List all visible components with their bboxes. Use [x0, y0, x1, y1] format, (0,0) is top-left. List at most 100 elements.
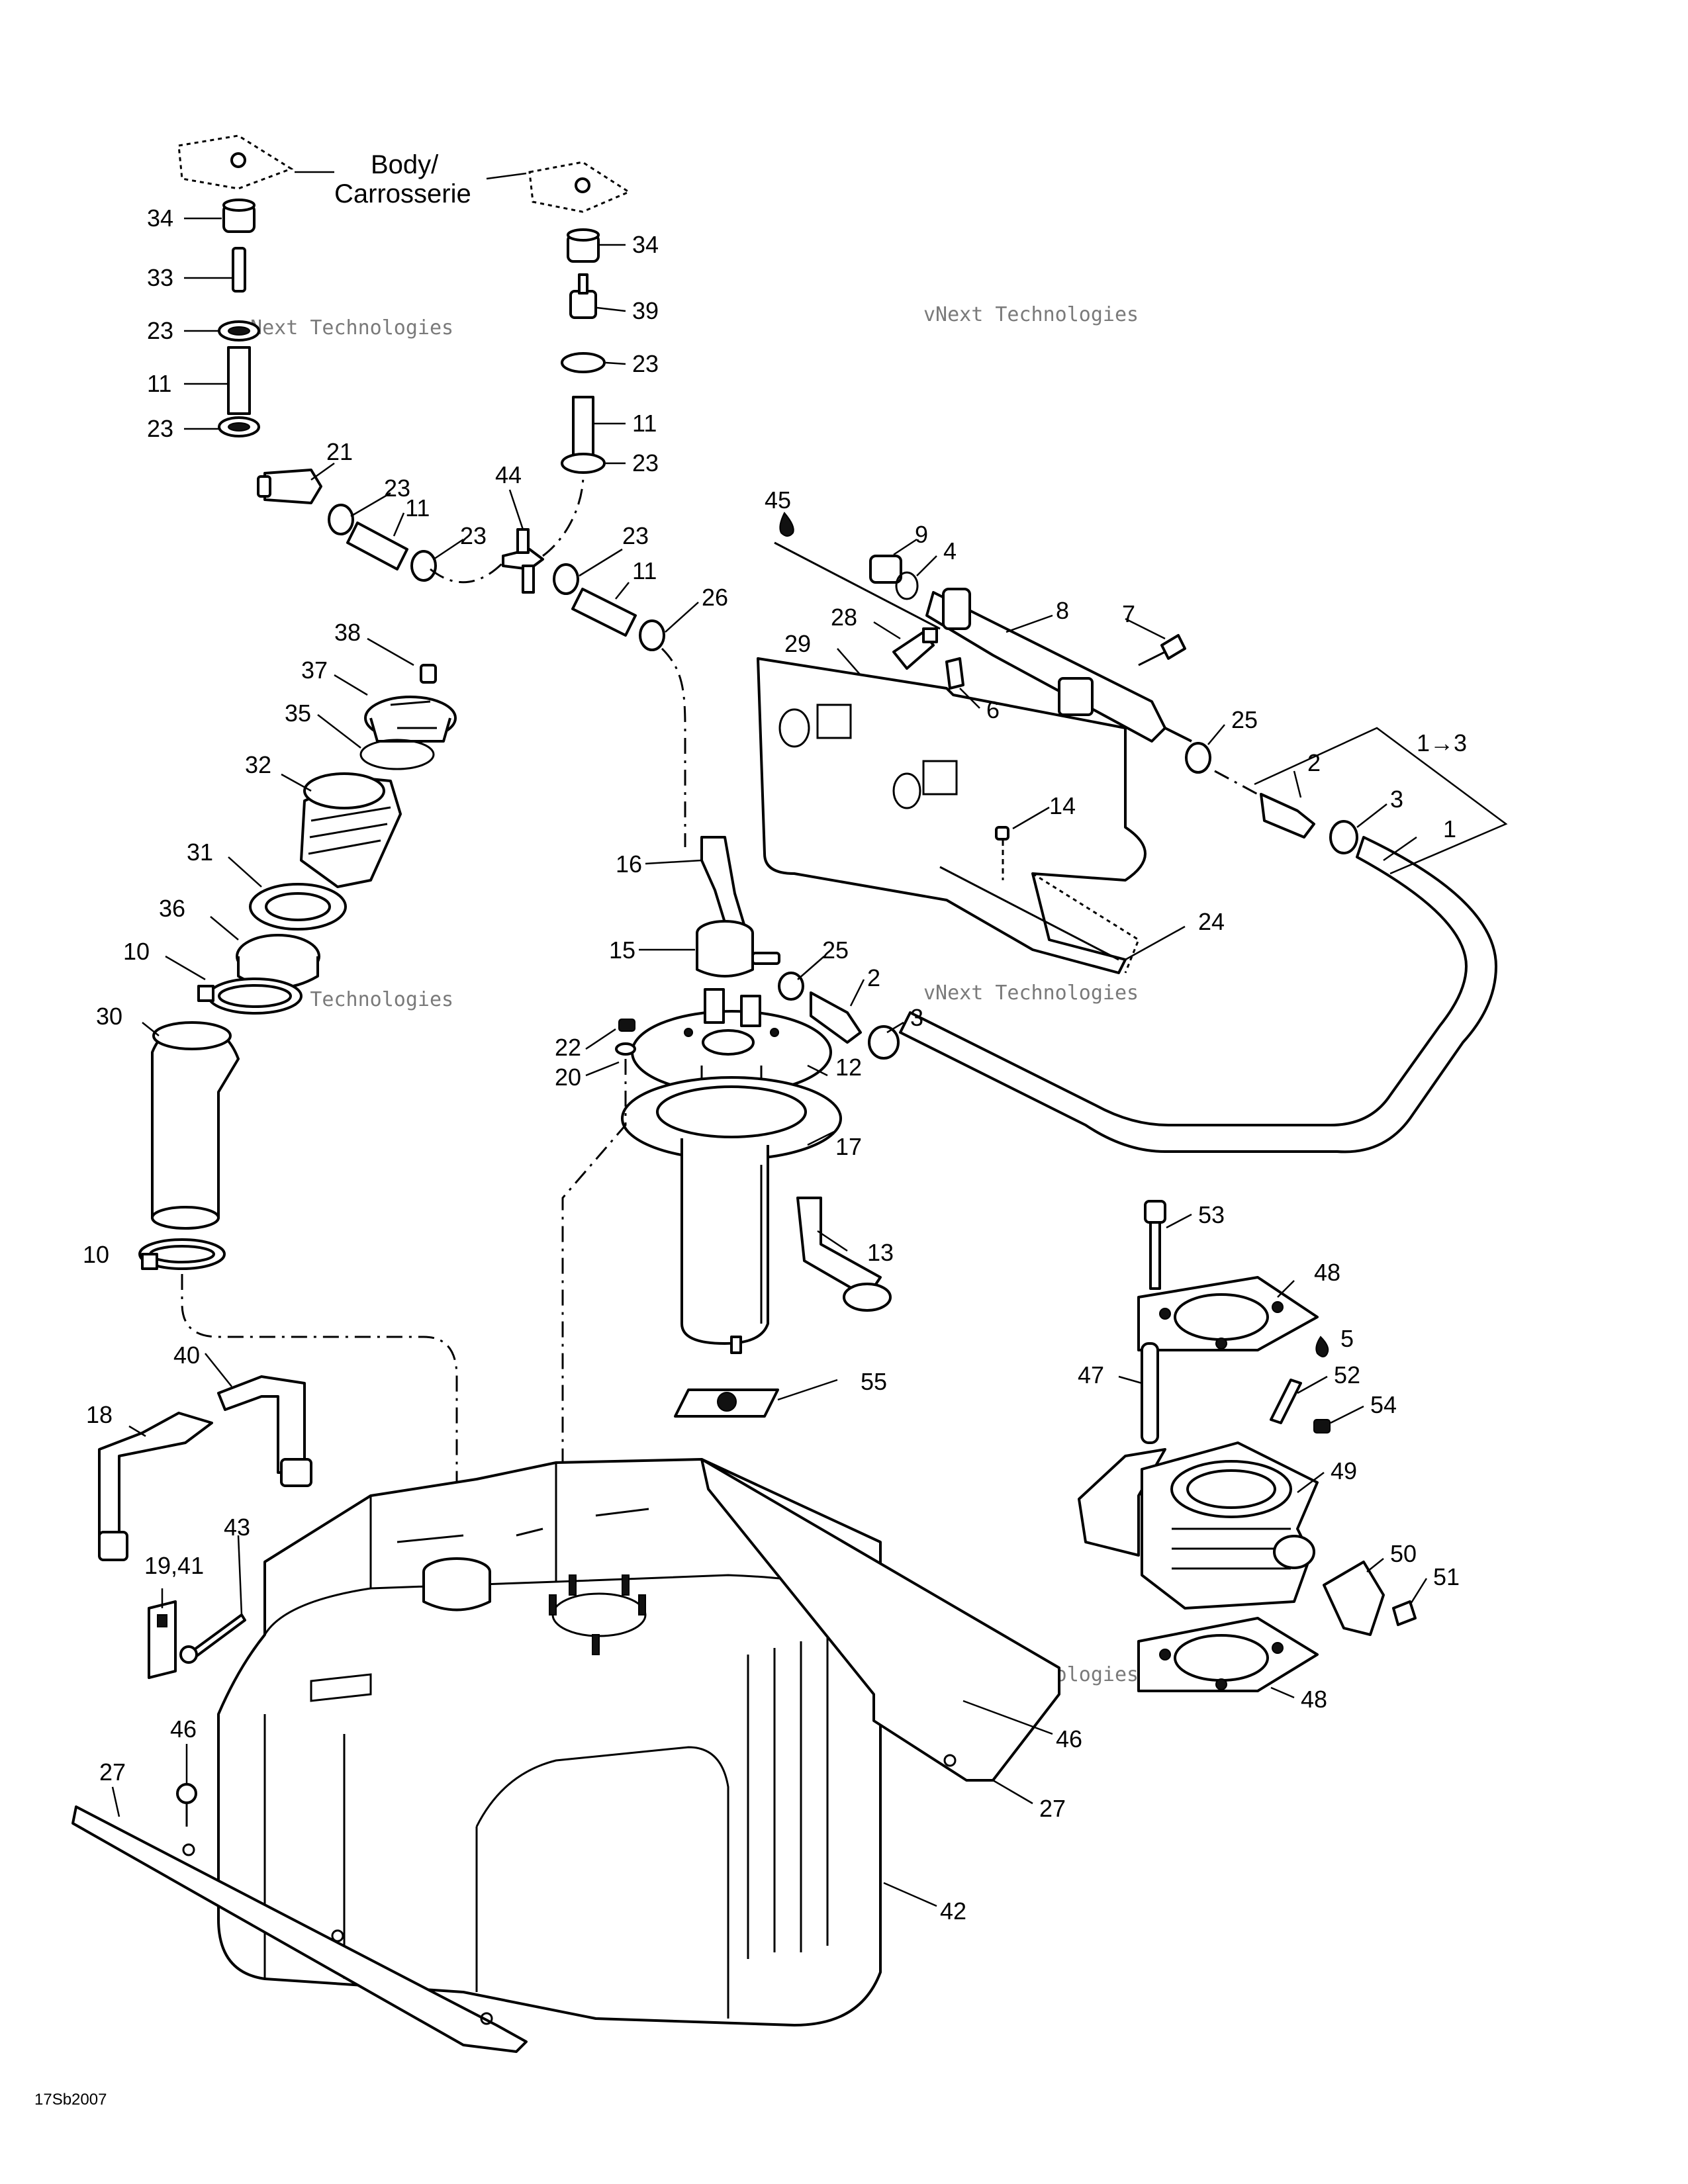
callout-44: 44 — [495, 461, 522, 488]
body-mount-right — [528, 161, 632, 213]
callout-25: 25 — [1231, 706, 1258, 733]
callout-3: 3 — [910, 1004, 923, 1031]
callout-31: 31 — [187, 839, 213, 866]
fuel-rail-assembly — [774, 512, 1497, 1154]
callout-54: 54 — [1370, 1391, 1397, 1418]
callout-45: 45 — [765, 486, 791, 514]
filler-neck-assembly — [138, 664, 457, 1270]
watermark-top-left: vNext Technologies — [238, 316, 453, 340]
callout-28: 28 — [831, 604, 857, 631]
callout-51: 51 — [1433, 1563, 1460, 1590]
callout-53: 53 — [1198, 1201, 1225, 1228]
callout-23: 23 — [632, 350, 659, 377]
callout-49: 49 — [1331, 1457, 1357, 1484]
callout-36: 36 — [159, 895, 185, 922]
callout-16: 16 — [616, 850, 642, 878]
callout-37: 37 — [301, 657, 328, 684]
callout-11: 11 — [632, 410, 657, 437]
header-label-fr: Carrosserie — [334, 179, 471, 208]
callout-34: 34 — [632, 231, 659, 258]
vent-route-dash — [430, 476, 686, 847]
callout-7: 7 — [1122, 600, 1135, 627]
callout-22: 22 — [555, 1034, 581, 1061]
callout-23: 23 — [460, 522, 487, 549]
callout-34: 34 — [147, 205, 173, 232]
callout-27: 27 — [99, 1758, 126, 1786]
fuel-tank-42 — [217, 1458, 882, 2026]
callout-11: 11 — [147, 370, 171, 397]
callout-20: 20 — [555, 1064, 581, 1091]
skid-plate-right — [700, 1458, 1060, 1782]
callout-1: 1 — [1443, 815, 1456, 842]
filler-route-dash — [181, 1274, 458, 1562]
watermark-mid-center: vNext Technologies — [923, 981, 1139, 1005]
callout-14: 14 — [1049, 792, 1076, 819]
callout-18: 18 — [86, 1401, 113, 1428]
callout-30: 30 — [96, 1003, 122, 1030]
fuel-pump-module — [615, 836, 900, 1418]
callout-13: 13 — [867, 1239, 894, 1266]
callout-17: 17 — [835, 1133, 862, 1160]
callout-26: 26 — [702, 584, 728, 611]
pump-route-dash — [561, 1059, 627, 1569]
callout-23: 23 — [632, 449, 659, 477]
callout-6: 6 — [986, 696, 1000, 723]
callout-11: 11 — [632, 557, 657, 584]
callout-35: 35 — [285, 700, 311, 727]
callout-10: 10 — [123, 938, 150, 965]
callout-48: 48 — [1314, 1259, 1340, 1286]
callout-46: 46 — [170, 1715, 197, 1743]
callout-5: 5 — [1340, 1325, 1354, 1352]
skid-plate-left — [71, 1805, 528, 2053]
callout-15: 15 — [609, 936, 635, 964]
watermark-text: vNext Technologies — [923, 303, 1139, 326]
vent-line-right-stack — [502, 228, 665, 651]
watermark-text: vNext Technologies — [923, 981, 1139, 1005]
callout-21: 21 — [326, 438, 353, 465]
callout-2: 2 — [867, 964, 880, 991]
callout-23: 23 — [147, 415, 173, 442]
callout-1-to-3: 1→3 — [1417, 729, 1467, 756]
callout-12: 12 — [835, 1054, 862, 1081]
heat-shield-24 — [757, 657, 1147, 974]
callout-23: 23 — [384, 475, 410, 502]
callout-42: 42 — [940, 1897, 966, 1925]
callout-25: 25 — [822, 936, 849, 964]
callout-48: 48 — [1301, 1686, 1327, 1713]
watermark-text: vNext Technologies — [238, 316, 453, 340]
bracket-1to3 — [1254, 727, 1508, 875]
body-mount-left — [177, 134, 294, 190]
callout-19-41: 19,41 — [144, 1552, 204, 1579]
callout-2: 2 — [1307, 749, 1321, 776]
callout-29: 29 — [784, 630, 811, 657]
diagram-code: 17Sb2007 — [34, 2091, 107, 2109]
watermark-top-center: vNext Technologies — [923, 303, 1139, 326]
callout-27: 27 — [1039, 1795, 1066, 1822]
callout-23: 23 — [147, 317, 173, 344]
callout-52: 52 — [1334, 1361, 1360, 1388]
callout-labels: 34 33 23 11 23 21 23 11 23 44 34 39 23 1… — [83, 205, 1467, 1925]
header-label-en: Body/ — [371, 150, 439, 179]
rail-hose-dash — [1214, 770, 1258, 796]
callout-10: 10 — [83, 1241, 109, 1268]
callout-32: 32 — [245, 751, 271, 778]
callout-40: 40 — [173, 1342, 200, 1369]
vent-line-left-stack — [218, 199, 437, 582]
leader-lines — [111, 217, 1428, 1907]
callout-38: 38 — [334, 619, 361, 646]
callout-24: 24 — [1198, 908, 1225, 935]
callout-23: 23 — [622, 522, 649, 549]
callout-11: 11 — [405, 494, 430, 522]
throttle-body-stack — [1078, 1200, 1417, 1692]
callout-33: 33 — [147, 264, 173, 291]
callout-43: 43 — [224, 1514, 250, 1541]
callout-3: 3 — [1390, 786, 1403, 813]
callout-4: 4 — [943, 537, 957, 565]
callout-46: 46 — [1056, 1725, 1082, 1752]
callout-8: 8 — [1056, 597, 1069, 624]
callout-50: 50 — [1390, 1540, 1417, 1567]
callout-39: 39 — [632, 297, 659, 324]
callout-55: 55 — [861, 1368, 887, 1395]
callout-9: 9 — [915, 521, 928, 548]
